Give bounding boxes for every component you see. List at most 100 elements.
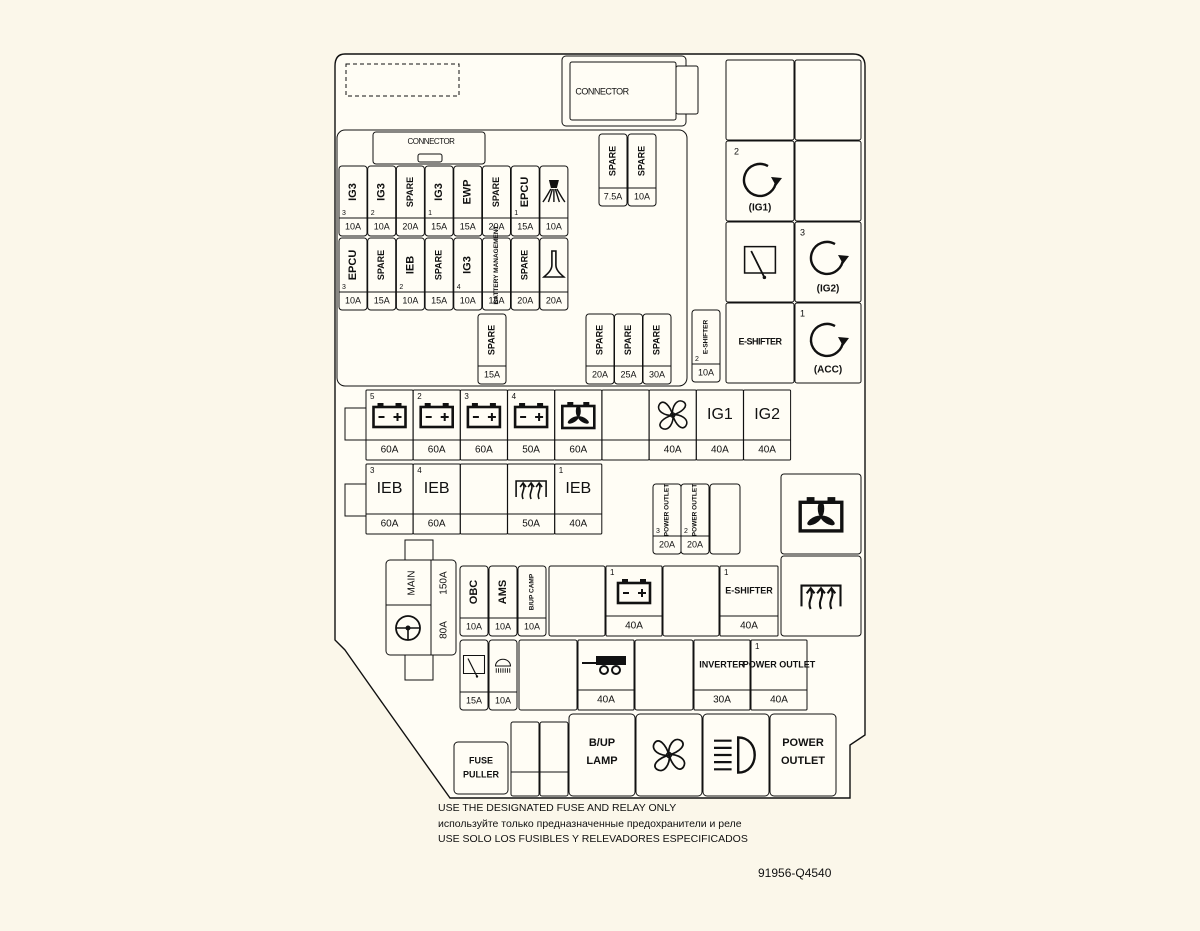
- power-outlet-empty-slot: [709, 483, 741, 555]
- row3-small-3-amp: 10A: [524, 621, 540, 631]
- row1-slot-8-amp: 10A: [546, 221, 562, 231]
- fan-blade: [820, 515, 835, 526]
- row1-slot-7-number: 1: [514, 210, 518, 217]
- battery-fan-relay-icon: [798, 497, 844, 533]
- row2-slot-6-amp: 15A: [488, 295, 504, 305]
- acc-relay-icon: [809, 322, 849, 358]
- row2-slot-5-number: 4: [457, 284, 461, 291]
- bottom-spare-slot-2: [539, 721, 569, 797]
- multi-row1-slot-9-label: IG2: [754, 406, 780, 423]
- bottom-relay-1: [568, 713, 636, 797]
- warning-note-russian: используйте только предназначенные предо…: [438, 818, 742, 830]
- row1-slot-4-amp: 15A: [431, 221, 447, 231]
- bottom-relay-4-label: OUTLET: [781, 755, 825, 767]
- row2-slot-4-label: SPARE: [433, 250, 443, 280]
- fan-blade: [667, 738, 684, 757]
- row2-slot-7-label: SPARE: [520, 250, 530, 280]
- wiper-relay-icon: [743, 245, 777, 280]
- multi-row2-slot-1-number: 3: [370, 466, 375, 475]
- row1-slot-1-label: IG3: [347, 183, 359, 201]
- row3-eshifter-amp: 40A: [740, 621, 758, 632]
- fuse-puller-label-1: FUSE: [469, 755, 493, 765]
- battery-body: [616, 581, 652, 605]
- ig1-relay-icon: [742, 162, 782, 198]
- defog-arrow: [805, 586, 816, 595]
- row2-slot-8-amp: 20A: [546, 295, 562, 305]
- wiper-pivot: [762, 275, 767, 280]
- row1-slot-2-label: IG3: [376, 183, 388, 201]
- row3-empty-1: [548, 565, 606, 637]
- connector-inner-housing: [372, 131, 486, 165]
- relay-slot-empty-1: [725, 59, 795, 141]
- bottom-relay-1-label: LAMP: [586, 755, 617, 767]
- row1-slot-5-amp: 15A: [460, 221, 476, 231]
- relay-ig1: [725, 140, 795, 222]
- row3-small-1-label: OBC: [468, 580, 480, 605]
- relay-eshifter-label: E-SHIFTER: [738, 336, 782, 346]
- warning-note-spanish: USE SOLO LOS FUSIBLES Y RELEVADORES ESPE…: [438, 833, 748, 845]
- relay-slot-empty-3: [794, 140, 862, 222]
- relay-arrowhead: [838, 337, 849, 346]
- multi-row1-slot-1-number: 5: [370, 392, 375, 401]
- battery-icon: [513, 403, 549, 429]
- wiper-icon: [462, 654, 486, 678]
- headlamp-bulb: [736, 736, 756, 774]
- fan-blade: [807, 515, 822, 526]
- defog-arrow: [826, 586, 837, 595]
- fan-blade: [567, 416, 579, 424]
- bottom-relay-1-label: B/UP: [589, 737, 615, 749]
- wiper-arm: [750, 250, 766, 278]
- row4-inverter-label: INVERTER: [699, 659, 745, 669]
- row1-slot-2-amp: 10A: [374, 221, 390, 231]
- multi-row2-slot-1-amp: 60A: [381, 519, 399, 530]
- multi-row1-slot-8-amp: 40A: [711, 445, 729, 456]
- headlamp-washer-icon: [542, 180, 566, 203]
- fan-blade: [578, 416, 589, 424]
- battery-icon: [372, 403, 407, 429]
- multi-row1-slot-2-number: 2: [417, 392, 422, 401]
- relay-acc-number: 1: [800, 308, 805, 318]
- power-outlet-small-2-amp: 20A: [687, 539, 703, 549]
- row3-eshifter-fuse: [719, 565, 779, 637]
- multi-row1-slot-3-amp: 60A: [475, 445, 493, 456]
- relay-arrowhead: [771, 177, 782, 186]
- row2-slot-5-label: IG3: [462, 256, 474, 274]
- battery-terminal: [377, 403, 384, 407]
- defog-wave: [818, 588, 824, 610]
- multi-row2-slot-5-label: IEB: [565, 480, 591, 497]
- fan-hub: [665, 751, 673, 759]
- fuse-puller-label-2: PULLER: [463, 769, 500, 779]
- defog-wave: [808, 588, 813, 610]
- relay-arc: [742, 162, 778, 198]
- defog-wave: [829, 588, 834, 610]
- main-label: MAIN: [407, 571, 418, 596]
- row1-slot-3-label: SPARE: [405, 177, 415, 207]
- row3-small-2-label: AMS: [497, 580, 509, 604]
- headlamp-icon: [714, 736, 756, 774]
- fan-blade: [575, 405, 581, 417]
- fan-icon: [657, 400, 688, 430]
- fan-blade: [817, 501, 825, 517]
- spare3-slot-1-label: SPARE: [594, 325, 604, 355]
- dome-lamp-icon: [494, 658, 512, 673]
- horn-icon: [541, 250, 566, 278]
- relay-ig2-number: 3: [800, 227, 805, 237]
- eshifter-small-label: E-SHIFTER: [703, 320, 710, 355]
- battery-terminal: [471, 403, 478, 407]
- connector-top-latch: [675, 65, 699, 115]
- row2-slot-3-label: IEB: [404, 256, 416, 274]
- multi-row1-slot-4-number: 4: [512, 392, 517, 401]
- row2-slot-2-amp: 15A: [374, 295, 390, 305]
- power-outlet-small-1-label: POWER OUTLET: [664, 484, 671, 536]
- top-spare-1-amp: 7.5A: [604, 191, 623, 201]
- battery-icon: [466, 403, 502, 429]
- battery-terminal: [806, 497, 815, 503]
- multi-row2-slot-5-fuse: [554, 463, 603, 535]
- washer-spray: [554, 188, 561, 203]
- row2-slot-2-label: SPARE: [376, 250, 386, 280]
- spare3-slot-2-label: SPARE: [623, 325, 633, 355]
- row3-eshifter-number: 1: [724, 568, 729, 577]
- row2-slot-1-amp: 10A: [345, 295, 361, 305]
- row4-small-2-amp: 10A: [495, 695, 511, 705]
- row2-slot-7-amp: 20A: [517, 295, 533, 305]
